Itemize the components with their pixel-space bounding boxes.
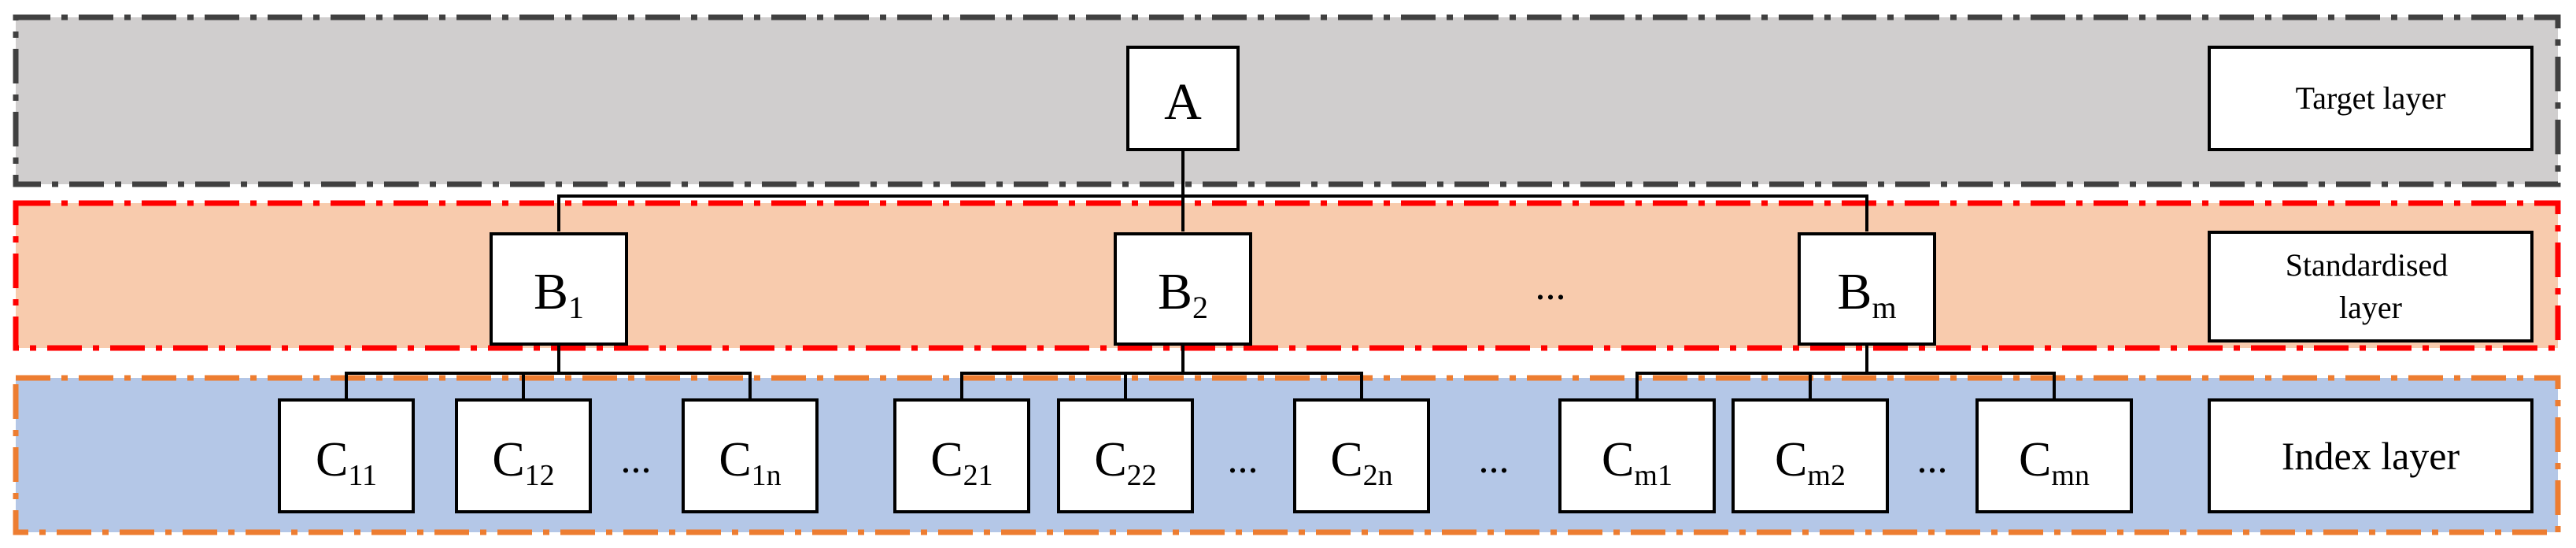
node-b2-box (1114, 232, 1252, 346)
node-c1n-label: C1n (719, 433, 781, 492)
node-cmn-label: Cmn (2019, 433, 2090, 492)
node-cmn-base: C (2019, 433, 2051, 487)
node-c2n-box (1293, 398, 1430, 513)
node-bm-sub: m (1872, 290, 1896, 325)
node-c11-sub: 11 (348, 459, 377, 492)
target-layer-band (13, 14, 2561, 187)
node-cm2-base: C (1775, 433, 1807, 487)
node-bm-base: B (1837, 263, 1872, 320)
node-c22-box (1057, 398, 1194, 513)
node-c22-base: C (1094, 433, 1126, 487)
standardised-layer-band (13, 200, 2561, 351)
node-c11-base: C (316, 433, 348, 487)
node-b2-sub: 2 (1192, 290, 1208, 325)
node-cm2-box (1732, 398, 1889, 513)
node-c12-sub: 12 (525, 459, 555, 492)
index-layer-label: Index layer (2282, 434, 2460, 478)
node-bm-box (1798, 232, 1936, 346)
ellipsis-b-level: ... (1536, 264, 1566, 309)
ellipsis-c2-group: ... (1228, 437, 1258, 482)
node-cm1-label: Cm1 (1602, 433, 1672, 492)
node-b1-label: B1 (534, 263, 584, 325)
node-cm1-base: C (1602, 433, 1634, 487)
node-c12-box (455, 398, 592, 513)
node-c1n-base: C (719, 433, 751, 487)
node-c12-label: C12 (492, 433, 554, 492)
node-cm2-sub: m2 (1807, 459, 1846, 492)
ellipsis-cm-group: ... (1917, 437, 1948, 482)
standardised-layer-label-box (2208, 231, 2533, 342)
node-bm-label: Bm (1837, 263, 1896, 325)
node-c11-box (278, 398, 415, 513)
node-c1n-box (682, 398, 819, 513)
node-b2-label: B2 (1158, 263, 1208, 325)
node-cmn-sub: mn (2051, 459, 2090, 492)
node-c22-label: C22 (1094, 433, 1156, 492)
standardised-layer-label-line1: Standardised (2286, 247, 2448, 283)
node-b2-base: B (1158, 263, 1192, 320)
node-cm1-box (1558, 398, 1716, 513)
node-c1n-sub: 1n (752, 459, 782, 492)
node-a-box (1126, 46, 1240, 151)
node-boxes (278, 46, 2133, 513)
node-cmn-box (1975, 398, 2133, 513)
node-c12-base: C (492, 433, 524, 487)
node-c2n-sub: 2n (1363, 459, 1393, 492)
target-layer-label-box (2208, 46, 2533, 151)
node-c21-label: C21 (930, 433, 992, 492)
node-c21-base: C (930, 433, 963, 487)
node-c2n-label: C2n (1330, 433, 1392, 492)
index-layer-label-box (2208, 398, 2533, 513)
ellipsis-between-groups: ... (1479, 437, 1510, 482)
node-a-base: A (1164, 73, 1202, 131)
node-c2n-base: C (1330, 433, 1362, 487)
node-c11-label: C11 (316, 433, 377, 492)
index-layer-band (13, 375, 2561, 535)
standardised-layer-label-line2: layer (2339, 290, 2402, 325)
node-b1-sub: 1 (568, 290, 584, 325)
node-a-label: A (1164, 73, 1202, 131)
connector-lines (345, 149, 2056, 400)
node-c21-box (893, 398, 1030, 513)
node-b1-base: B (534, 263, 568, 320)
node-b1-box (490, 232, 628, 346)
node-cm1-sub: m1 (1634, 459, 1672, 492)
standardised-layer-label: Standardised layer (2286, 247, 2456, 325)
node-cm2-label: Cm2 (1775, 433, 1846, 492)
node-c21-sub: 21 (963, 459, 993, 492)
ellipsis-c1-group: ... (621, 437, 652, 482)
target-layer-label: Target layer (2296, 80, 2446, 116)
node-c22-sub: 22 (1127, 459, 1157, 492)
